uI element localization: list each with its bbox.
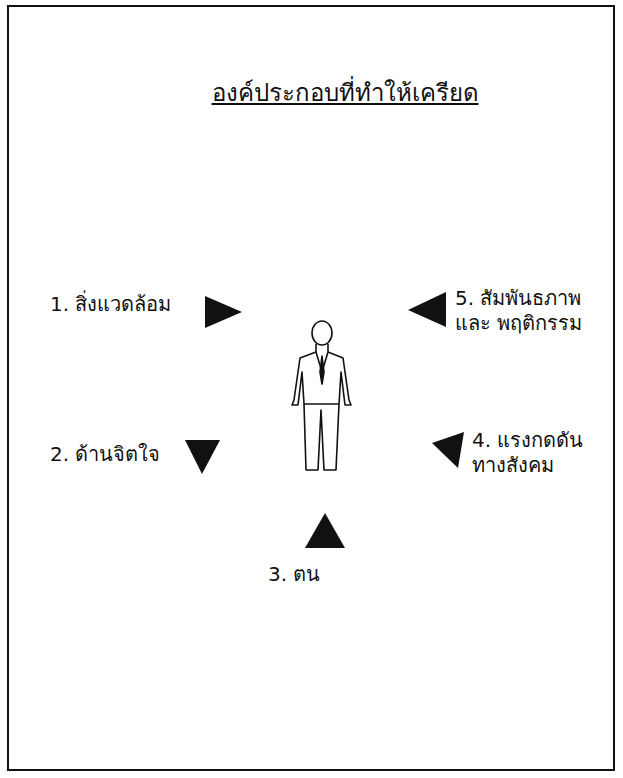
factor-label: 2. ด้านจิตใจ — [50, 442, 180, 467]
pointer-triangle — [205, 296, 242, 328]
page-frame — [8, 6, 614, 770]
pointer-triangle — [432, 432, 464, 468]
pointer-triangle — [185, 440, 220, 474]
factor-label: 1. สิ่งแวดล้อม — [50, 292, 190, 317]
pointer-triangle — [408, 292, 446, 327]
diagram-title: องค์ประกอบที่ทำให้เครียด — [212, 78, 479, 108]
person-figure — [292, 321, 351, 470]
factor-label: 4. แรงกดดัน ทางสังคม — [472, 428, 597, 478]
factor-label: 3. ตน — [268, 562, 388, 587]
factor-label: 5. สัมพันธภาพ และ พฤติกรรม — [455, 286, 595, 336]
pointer-triangle — [305, 513, 345, 548]
